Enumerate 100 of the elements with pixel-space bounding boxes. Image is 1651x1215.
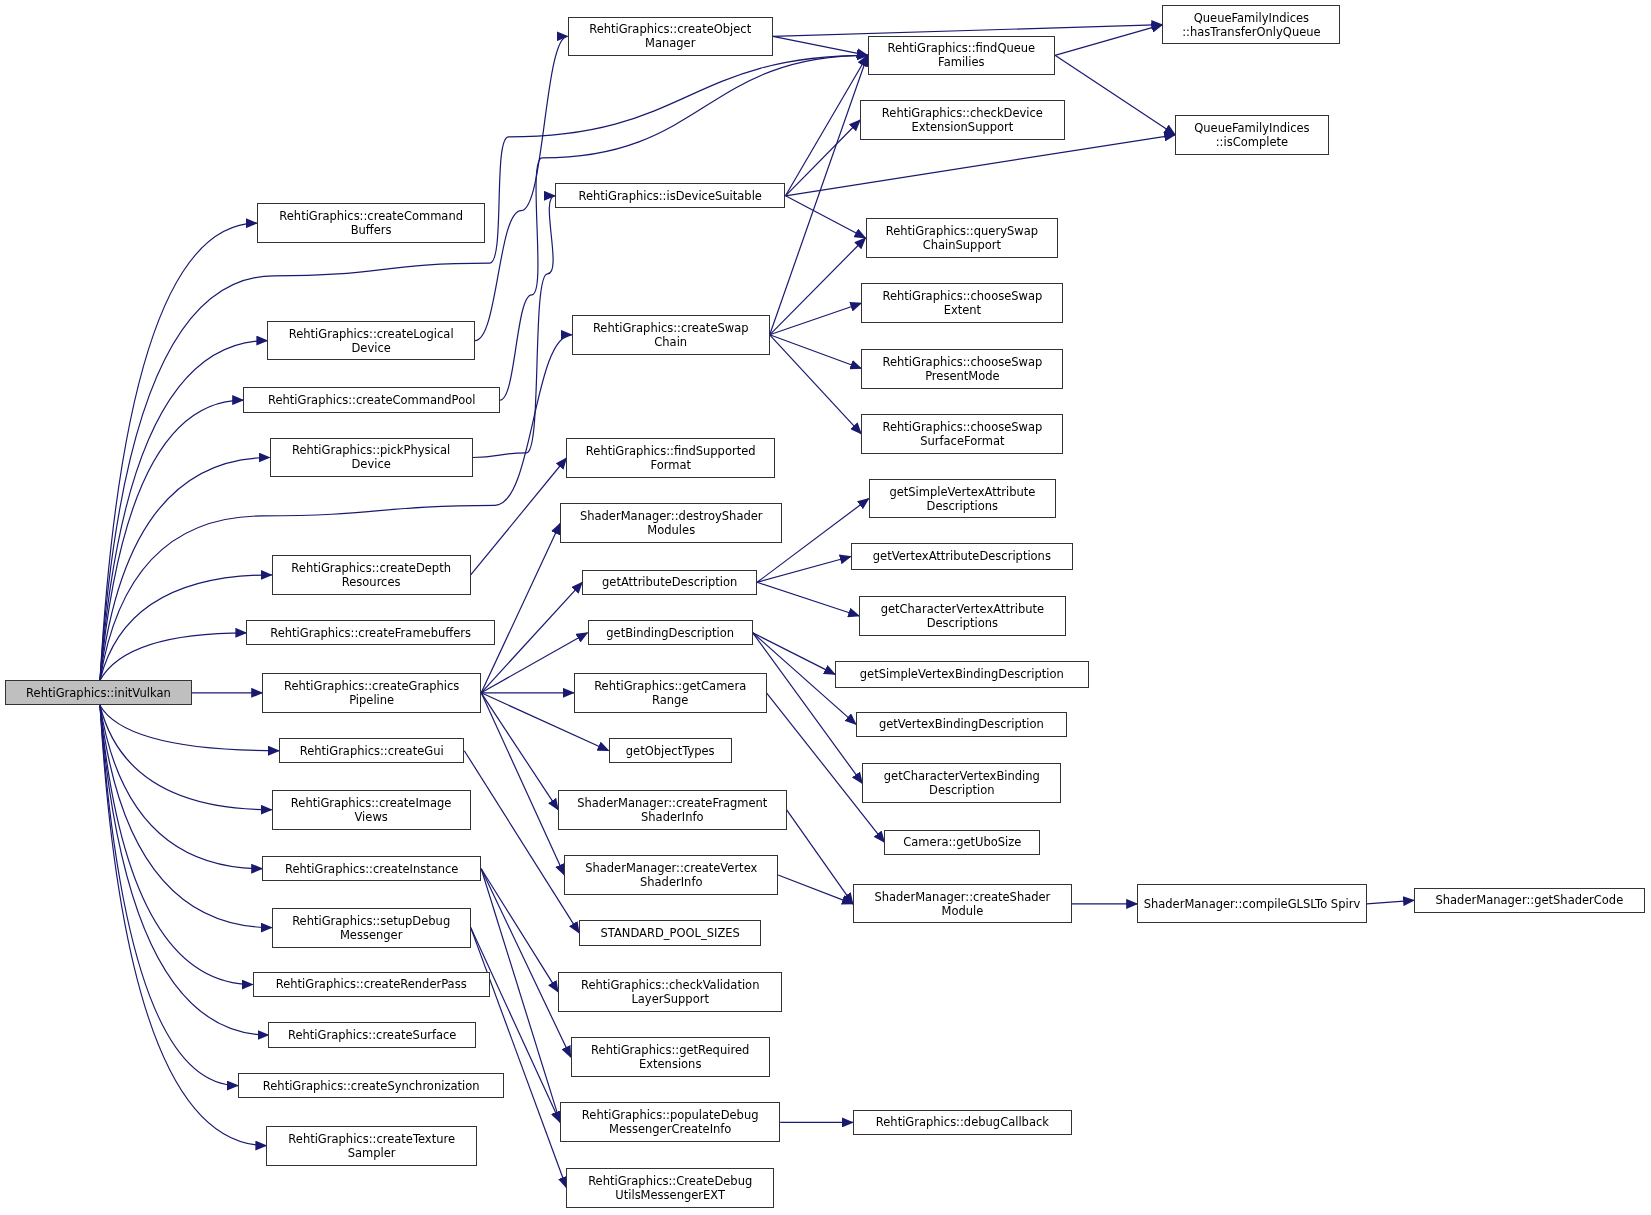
function-name: STANDARD_POOL_SIZES [600, 925, 740, 940]
function-box [266, 1125, 477, 1166]
arrow [480, 868, 559, 993]
arrow [777, 874, 854, 905]
function-box [564, 854, 779, 895]
function-box [859, 595, 1066, 636]
arrow [765, 692, 886, 844]
arrow [480, 692, 565, 876]
function-box [252, 971, 490, 998]
function-box [1175, 114, 1329, 155]
function-name: RehtiGraphics::isDeviceSuitable [578, 188, 762, 203]
function-box [860, 100, 1065, 140]
arrow [784, 119, 861, 197]
function-name: RehtiGraphics::findSupported Format [584, 444, 757, 472]
function-name: RehtiGraphics::createImage Views [289, 795, 453, 824]
function-name: RehtiGraphics::getCamera Range [593, 678, 748, 707]
function-box [608, 738, 732, 764]
function-name: getSimpleVertexBindingDescription [859, 667, 1064, 682]
function-box [865, 217, 1059, 258]
function-name: RehtiGraphics::CreateDebug UtilsMessengerEXT [587, 1173, 754, 1202]
arrow [480, 868, 572, 1058]
function-box [566, 438, 775, 478]
arrow [470, 927, 568, 1189]
arrow [756, 498, 870, 583]
function-box [868, 479, 1057, 519]
function-name: ShaderManager::createShader Module [873, 889, 1052, 918]
function-name: QueueFamilyIndices ::isComplete [1193, 120, 1311, 149]
arrow [752, 632, 857, 726]
function-box [861, 348, 1064, 389]
function-box [1414, 887, 1645, 913]
function-box [570, 1037, 770, 1078]
function-box [861, 413, 1064, 454]
arrow [752, 632, 863, 785]
function-box [262, 856, 482, 882]
arrow [1366, 896, 1416, 907]
function-box [867, 35, 1056, 75]
arrow [756, 554, 852, 583]
function-box [1137, 884, 1367, 924]
function-name: RehtiGraphics::getRequired Extensions [590, 1043, 751, 1072]
function-name: getVertexBindingDescription [878, 717, 1044, 732]
function-name: ShaderManager::getShaderCode [1435, 893, 1624, 908]
arrow [99, 704, 280, 756]
arrow [769, 334, 862, 435]
function-name: ShaderManager::createVertex ShaderInfo [584, 860, 759, 889]
function-box [834, 661, 1089, 688]
function-name: RehtiGraphics::createInstance [284, 861, 459, 876]
function-box [1162, 5, 1341, 45]
function-box [861, 283, 1064, 324]
function-name: getBindingDescription [606, 625, 735, 640]
function-box [271, 907, 471, 948]
arrow [480, 687, 575, 698]
function-name: RehtiGraphics::createGraphics Pipeline [283, 678, 461, 707]
function-name: RehtiGraphics::checkDevice ExtensionSupport [880, 106, 1044, 134]
arrow [480, 692, 559, 811]
function-name: RehtiGraphics::findQueue Families [886, 41, 1037, 70]
function-box [268, 1022, 476, 1048]
arrow [480, 692, 610, 752]
function-name: RehtiGraphics::createGui [299, 743, 444, 758]
function-name: ShaderManager::destroyShader Modules [578, 509, 764, 538]
function-name: RehtiGraphics::debugCallback [875, 1115, 1049, 1130]
function-box [567, 16, 773, 56]
arrow [191, 687, 264, 698]
arrow [1071, 898, 1139, 909]
function-box [256, 203, 486, 244]
arrow [1054, 54, 1176, 136]
function-name: RehtiGraphics::createRenderPass [275, 977, 467, 992]
function-box [558, 789, 787, 830]
function-box [852, 884, 1072, 924]
function-box [850, 543, 1073, 570]
function-name: RehtiGraphics::chooseSwap PresentMode [881, 354, 1044, 383]
function-box [852, 1109, 1072, 1136]
function-name: RehtiGraphics::setupDebug Messenger [291, 913, 452, 942]
arrow [784, 54, 869, 197]
function-name: Camera::getUboSize [903, 835, 1022, 850]
arrow [784, 131, 1177, 197]
function-name: RehtiGraphics::createObject Manager [588, 22, 753, 51]
arrow [756, 581, 861, 618]
function-name: getCharacterVertexBinding Description [882, 769, 1041, 798]
arrow [99, 704, 268, 1150]
function-name: RehtiGraphics::querySwap ChainSupport [884, 223, 1039, 252]
function-box [884, 829, 1041, 855]
arrow [752, 632, 836, 675]
function-box [262, 672, 482, 713]
function-box [558, 971, 783, 1012]
arrow [1054, 22, 1164, 56]
function-box [237, 1072, 505, 1099]
function-name: RehtiGraphics::populateDebug MessengerCreateInfo [580, 1108, 760, 1137]
function-box [279, 738, 465, 764]
function-name: getCharacterVertexAttribute Descriptions [879, 601, 1046, 630]
function-name: RehtiGraphics::initVulkan [26, 685, 171, 700]
function-box [573, 672, 767, 713]
function-box [554, 183, 786, 209]
function-name: RehtiGraphics::createSynchronization [262, 1078, 480, 1093]
arrow [772, 35, 869, 59]
function-name: getVertexAttributeDescriptions [872, 549, 1051, 564]
function-name: RehtiGraphics::createCommand Buffers [278, 209, 464, 238]
function-box [566, 1167, 774, 1208]
arrow [769, 237, 867, 336]
function-name: RehtiGraphics::checkValidation LayerSupport [579, 977, 761, 1006]
function-name: ShaderManager::createFragment ShaderInfo [576, 795, 769, 824]
